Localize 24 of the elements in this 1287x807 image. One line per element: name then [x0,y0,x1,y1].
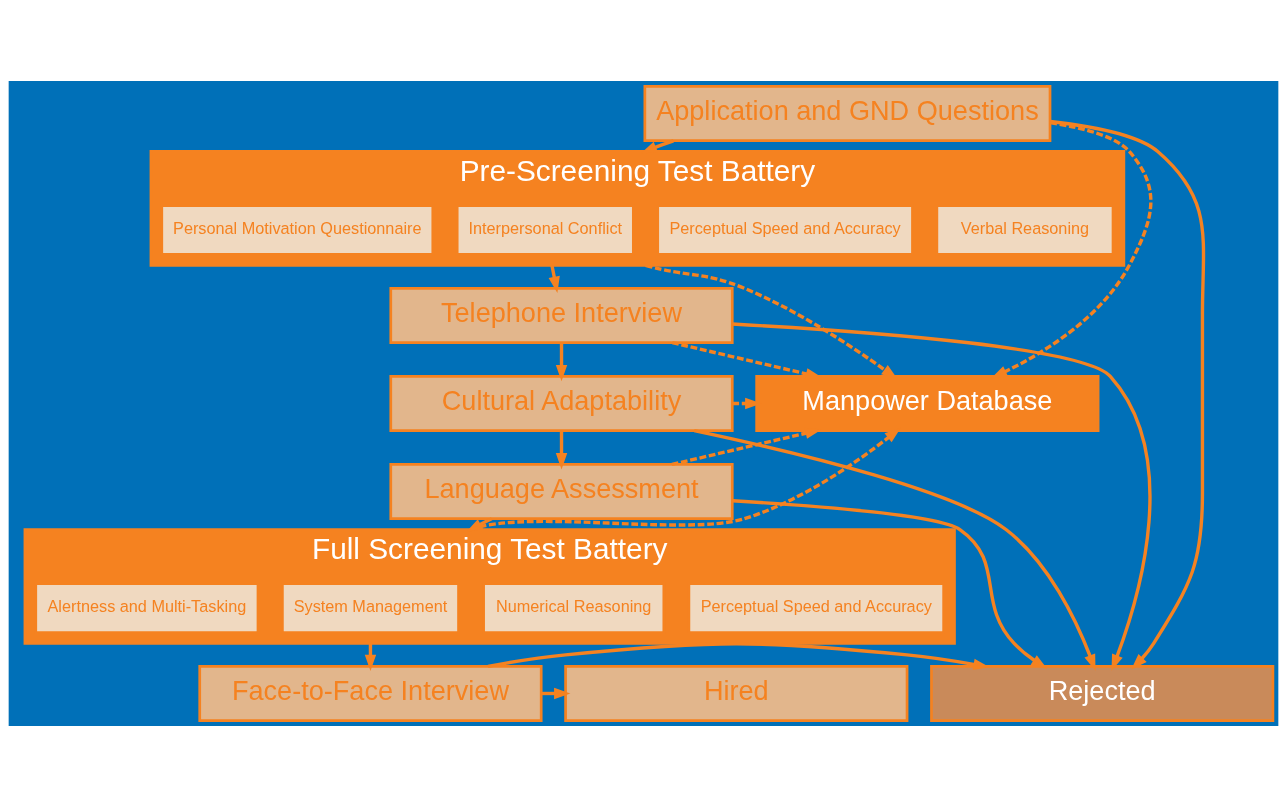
node-box: Verbal Reasoning [935,204,1115,256]
node-box: Hired [564,665,909,722]
node-box: Numerical Reasoning [482,582,666,634]
arrow [487,642,990,670]
node-box: System Management [281,582,460,634]
arrow [732,322,1152,671]
node-box: Interpersonal Conflict [455,204,635,256]
arrow [548,264,560,293]
node-box: Alertness and Multi-Tasking [34,582,260,634]
node-box: Perceptual Speed and Accuracy [687,582,945,634]
node-box: Manpower Database [755,375,1100,432]
node-box: Perceptual Speed and Accuracy [656,204,914,256]
node-box: Face-to-Face Interview [198,665,543,722]
node-box: Language Assessment [389,463,734,521]
node-box: Cultural Adaptability [389,375,734,432]
node-box: Rejected [930,665,1275,722]
node-box: Telephone Interview [389,286,734,344]
arrow [555,430,568,470]
arrow [555,342,568,382]
node-box: Personal Motivation Questionnaire [160,204,435,256]
arrow [693,429,1096,671]
node-box: Application and GND Questions [643,85,1052,142]
arrow [732,499,1048,669]
arrow [1050,119,1206,670]
